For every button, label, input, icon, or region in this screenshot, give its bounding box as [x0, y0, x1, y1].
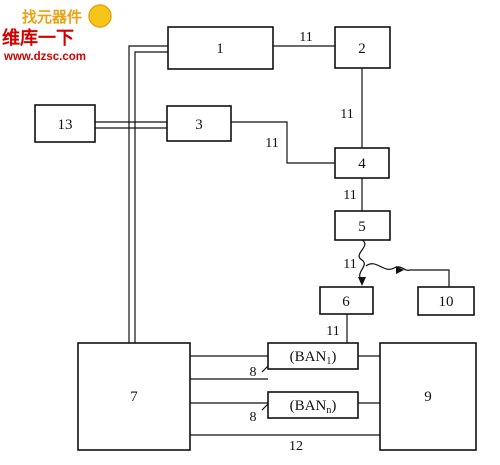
block-2-label: 2	[358, 41, 366, 57]
link-label-bann: 8	[250, 410, 257, 425]
link-label-1-2: 11	[299, 30, 312, 45]
wire-to-10	[365, 263, 450, 287]
block-1-label: 1	[216, 41, 224, 57]
block-10-label: 10	[439, 294, 454, 310]
block-13-label: 13	[58, 117, 73, 133]
arrow-to-10-icon	[396, 266, 404, 274]
link-labels: 11 11 11 11 11 11 8 8 12	[250, 30, 357, 454]
block-9-label: 9	[424, 389, 432, 405]
block-3-label: 3	[195, 117, 203, 133]
link-label-6-ban: 11	[326, 324, 339, 339]
block-10: 10	[417, 286, 475, 316]
link-label-2-4: 11	[340, 107, 353, 122]
link-label-ban1: 8	[250, 365, 257, 380]
wire-3-to-4	[231, 121, 335, 164]
block-7-label: 7	[130, 389, 138, 405]
arrow-to-6-icon	[358, 277, 366, 286]
block-6-label: 6	[342, 294, 350, 310]
block-ban-1-label: (BAN1)	[290, 349, 337, 367]
logo-sun-icon	[88, 4, 112, 28]
link-label-7-9: 12	[289, 439, 303, 454]
wire-7-to-1-a	[128, 45, 168, 343]
block-5-label: 5	[358, 219, 366, 235]
link-label-5-6: 11	[343, 257, 356, 272]
block-4-label: 4	[358, 156, 366, 172]
block-ban-n: (BANn)	[267, 391, 359, 419]
logo-url: www.dzsc.com	[3, 51, 86, 63]
block-1: 1	[167, 26, 274, 70]
link-label-4-5: 11	[343, 188, 356, 203]
block-7: 7	[77, 342, 191, 451]
block-4: 4	[334, 147, 390, 179]
logo-brand-cn: 维库一下	[2, 27, 74, 49]
block-2: 2	[334, 26, 391, 69]
block-13: 13	[34, 104, 96, 143]
logo-brand-top: 找元器件	[22, 8, 82, 26]
block-ban-n-label: (BANn)	[290, 398, 337, 416]
link-label-3-4: 11	[265, 136, 278, 151]
blocks: 1 2 13 3 4 5 6 10	[34, 26, 477, 451]
watermark-logo: 找元器件 维库一下 www.dzsc.com	[2, 4, 112, 63]
wire-5-to-6	[358, 239, 366, 282]
block-5: 5	[334, 210, 391, 241]
block-ban-1: (BAN1)	[267, 342, 359, 370]
wire-7-to-1-b	[134, 51, 168, 343]
block-6: 6	[319, 286, 374, 315]
wires	[95, 45, 450, 436]
block-9: 9	[379, 342, 477, 451]
block-3: 3	[166, 105, 232, 142]
